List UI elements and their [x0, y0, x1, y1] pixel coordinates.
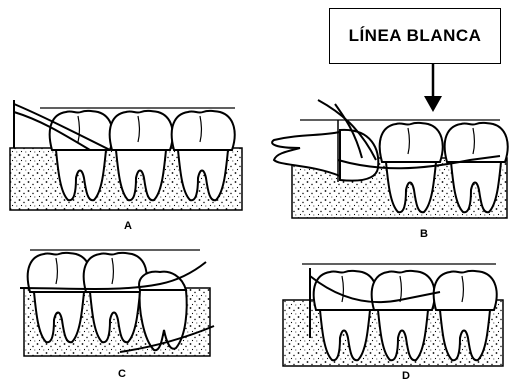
panel-c-label: C: [118, 368, 126, 380]
panel-a: [10, 100, 242, 210]
panel-b: [272, 64, 508, 218]
panel-a-label: A: [124, 220, 132, 232]
callout-arrow-head: [424, 96, 442, 112]
panel-d: [283, 264, 503, 366]
panel-b-label: B: [420, 228, 428, 240]
white-line-callout: LÍNEA BLANCA: [329, 8, 501, 64]
panel-d-label: D: [402, 370, 410, 382]
panel-c: [20, 250, 214, 356]
